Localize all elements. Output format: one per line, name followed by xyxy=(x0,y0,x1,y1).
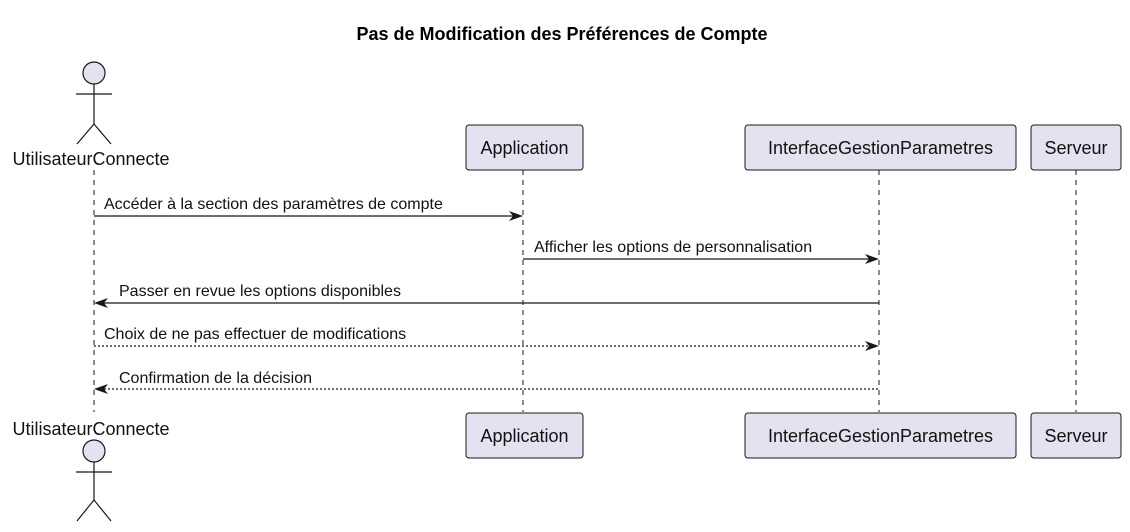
message-3: Passer en revue les options disponibles xyxy=(94,283,879,308)
arrowhead-left-icon xyxy=(94,298,108,308)
diagram-title: Pas de Modification des Préférences de C… xyxy=(356,24,767,44)
message-4: Choix de ne pas effectuer de modificatio… xyxy=(94,326,879,351)
message-label: Choix de ne pas effectuer de modificatio… xyxy=(104,326,406,343)
participant-label: Serveur xyxy=(1044,138,1107,158)
arrowhead-right-icon xyxy=(509,211,523,221)
actor-head-icon xyxy=(82,439,106,463)
participant-label: Application xyxy=(480,138,568,158)
actor-label-top: UtilisateurConnecte xyxy=(12,149,169,169)
message-label: Accéder à la section des paramètres de c… xyxy=(104,196,443,213)
message-label: Passer en revue les options disponibles xyxy=(119,283,401,300)
message-label: Confirmation de la décision xyxy=(119,370,312,387)
actor-label-bottom: UtilisateurConnecte xyxy=(12,419,169,439)
participant-interface-bottom: InterfaceGestionParametres xyxy=(744,412,1017,459)
participant-interface-top: InterfaceGestionParametres xyxy=(744,124,1017,171)
message-label: Afficher les options de personnalisation xyxy=(534,239,812,256)
arrowhead-left-icon xyxy=(94,384,108,394)
message-5: Confirmation de la décision xyxy=(94,370,879,394)
participant-label: Application xyxy=(480,426,568,446)
arrowhead-right-icon xyxy=(865,254,879,264)
participant-server-top: Serveur xyxy=(1030,124,1122,171)
actor-user-bottom xyxy=(76,439,112,522)
participant-application-top: Application xyxy=(465,124,584,171)
actor-user-top xyxy=(76,61,112,145)
participant-label: InterfaceGestionParametres xyxy=(768,138,993,158)
participant-label: InterfaceGestionParametres xyxy=(768,426,993,446)
participant-label: Serveur xyxy=(1044,426,1107,446)
message-1: Accéder à la section des paramètres de c… xyxy=(94,196,523,221)
message-2: Afficher les options de personnalisation xyxy=(523,239,879,264)
participant-application-bottom: Application xyxy=(465,412,584,459)
participant-server-bottom: Serveur xyxy=(1030,412,1122,459)
actor-head-icon xyxy=(82,61,106,85)
arrowhead-right-icon xyxy=(865,341,879,351)
